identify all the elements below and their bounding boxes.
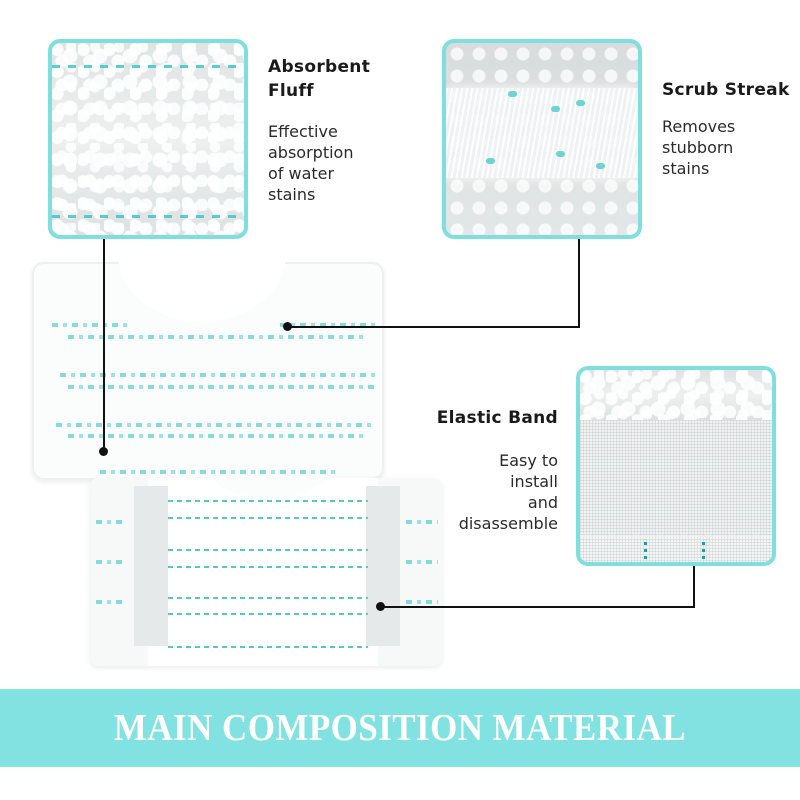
feature-description: Removes — [662, 117, 736, 136]
pad-stripe — [96, 520, 126, 524]
stitch-line — [168, 597, 368, 599]
leader-dot-elastic — [376, 602, 385, 611]
pad-stripe — [68, 385, 378, 389]
stitch-line-bottom — [52, 215, 244, 218]
stitch-line — [168, 566, 368, 568]
elastic-band-label: Elastic Band Easy to install and disasse… — [400, 406, 558, 534]
feature-description: disassemble — [458, 514, 558, 533]
pad-stripe — [406, 560, 438, 564]
feature-description: stains — [662, 159, 710, 178]
pad-stripe — [68, 434, 368, 438]
scrub-fiber — [508, 91, 517, 97]
leader-line-elastic-vertical — [693, 566, 695, 608]
feature-description: Easy to — [499, 451, 558, 470]
scrub-fiber — [551, 106, 560, 112]
stitch-mark — [644, 542, 647, 562]
stitch-line — [168, 549, 368, 551]
stitch-mark — [702, 542, 705, 562]
pad-stripe — [406, 600, 438, 604]
feature-description: stubborn — [662, 138, 734, 157]
scrub-fiber — [556, 151, 565, 157]
feature-title: Fluff — [268, 81, 314, 101]
elastic-hem — [580, 537, 772, 562]
absorbent-fluff-label: Absorbent Fluff Effective absorption of … — [268, 55, 398, 205]
elastic-band-closeup — [576, 366, 776, 566]
scrub-fiber — [596, 163, 605, 169]
pad-stripe — [60, 373, 378, 377]
stitch-line — [168, 646, 368, 648]
leader-line-absorbent — [103, 239, 105, 452]
stitch-line — [168, 517, 368, 519]
stitch-line — [168, 500, 368, 502]
elastic-strip-left — [134, 486, 168, 646]
elastic-strip-right — [366, 486, 400, 646]
pad-stripe — [68, 335, 368, 339]
pad-bottom-notch — [214, 476, 324, 498]
feature-title: Absorbent — [268, 57, 371, 77]
feature-title: Elastic Band — [436, 408, 558, 428]
pad-stripe — [406, 520, 438, 524]
fluff-edge — [580, 370, 772, 420]
feature-description: Effective — [268, 122, 338, 141]
leader-line-scrub-vertical — [578, 239, 580, 328]
pad-stripe — [52, 323, 132, 327]
leader-dot-scrub — [283, 322, 292, 331]
stitch-line — [168, 613, 368, 615]
leader-dot-absorbent — [99, 447, 108, 456]
scrub-fiber — [486, 158, 495, 164]
feature-description: and — [527, 493, 558, 512]
pad-stripe — [280, 323, 380, 327]
stitch-line-top — [52, 65, 244, 68]
scrub-fiber — [576, 100, 585, 106]
elastic-knit — [580, 420, 772, 535]
pad-stripe — [100, 470, 340, 474]
scrub-streak-band — [446, 88, 638, 178]
absorbent-fluff-closeup — [48, 39, 248, 239]
feature-title: Scrub Streak — [662, 80, 790, 100]
feature-description: stains — [268, 185, 316, 204]
leader-line-scrub-horizontal — [287, 326, 580, 328]
feature-description: of water — [268, 164, 335, 183]
feature-description: absorption — [268, 143, 354, 162]
feature-description: install — [510, 472, 558, 491]
pad-stripe — [96, 600, 126, 604]
scrub-streak-closeup — [442, 39, 642, 239]
banner-title: MAIN COMPOSITION MATERIAL — [113, 707, 687, 749]
scrub-streak-label: Scrub Streak Removes stubborn stains — [662, 78, 797, 179]
leader-line-elastic-horizontal — [381, 606, 695, 608]
pad-bottom-elastic-panel — [148, 478, 378, 666]
pad-stripe — [56, 423, 376, 427]
composition-banner: MAIN COMPOSITION MATERIAL — [0, 689, 800, 767]
pad-stripe — [96, 560, 126, 564]
